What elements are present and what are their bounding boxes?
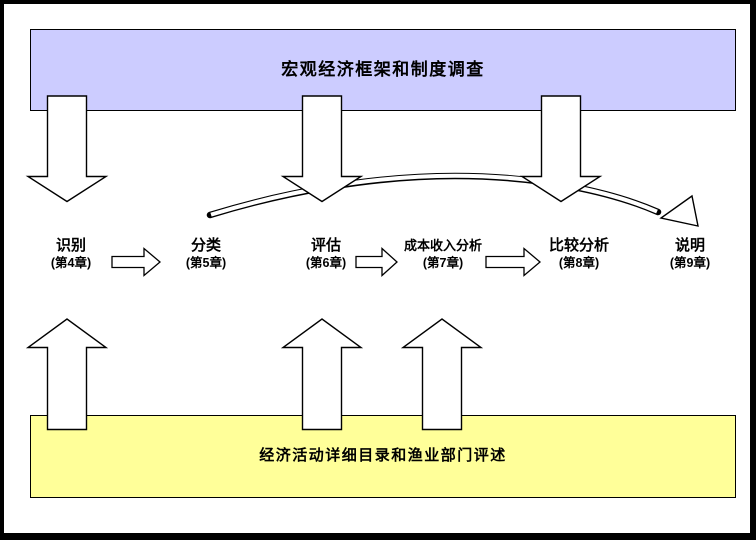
- down-arrow-3: [519, 95, 603, 203]
- node-cost-income-analysis-label: 成本收入分析: [403, 238, 482, 253]
- top-banner-label: 宏观经济框架和制度调查: [281, 59, 485, 79]
- up-arrow-3: [400, 318, 484, 431]
- curved-arrow-body: [210, 173, 658, 217]
- node-identification-chapter: (第4章): [50, 256, 92, 270]
- node-valuation: 评估 (第6章): [261, 237, 391, 272]
- node-cost-income-analysis-chapter: (第7章): [422, 256, 464, 270]
- node-classification-label: 分类: [190, 237, 221, 254]
- node-comparative-analysis-chapter: (第8章): [558, 256, 600, 270]
- node-classification: 分类 (第5章): [141, 237, 271, 272]
- node-valuation-chapter: (第6章): [305, 256, 347, 270]
- up-arrow-1: [25, 318, 109, 431]
- curved-arrow-head: [659, 194, 699, 227]
- node-valuation-label: 评估: [310, 237, 341, 254]
- node-identification-label: 识别: [55, 237, 86, 254]
- top-banner: 宏观经济框架和制度调查: [30, 29, 736, 111]
- node-classification-chapter: (第5章): [185, 256, 227, 270]
- bottom-banner-label: 经济活动详细目录和渔业部门评述: [259, 446, 507, 464]
- bottom-banner: 经济活动详细目录和渔业部门评述: [30, 415, 736, 498]
- node-cost-income-analysis: 成本收入分析 (第7章): [378, 237, 508, 272]
- down-arrow-2: [280, 95, 364, 203]
- node-comparative-analysis: 比较分析 (第8章): [514, 237, 644, 272]
- node-comparative-analysis-label: 比较分析: [548, 237, 609, 254]
- node-description: 说明 (第9章): [625, 237, 755, 272]
- curved-arrow-outline: [206, 172, 662, 219]
- down-arrow-1: [25, 95, 109, 203]
- node-description-label: 说明: [674, 237, 705, 254]
- up-arrow-2: [280, 318, 364, 431]
- node-description-chapter: (第9章): [669, 256, 711, 270]
- node-identification: 识别 (第4章): [6, 237, 136, 272]
